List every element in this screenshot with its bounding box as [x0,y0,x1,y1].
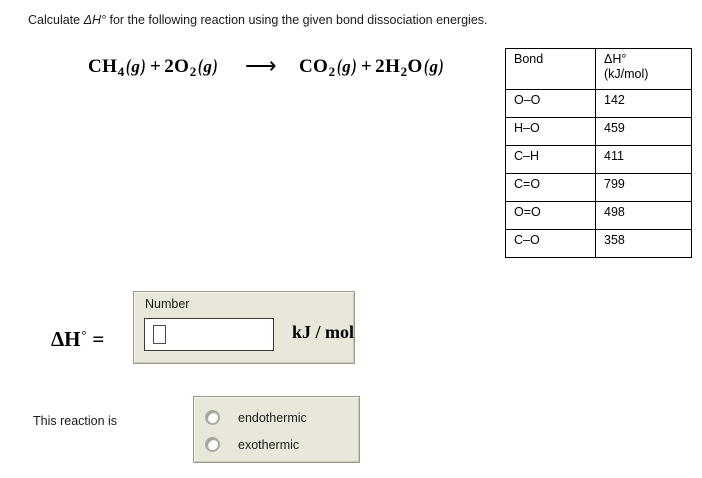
oxygen-state: g [203,57,213,76]
water-paren-open: ( [423,56,429,77]
oxygen-subscript: 2 [189,64,197,80]
co2-formula: CO [298,56,329,77]
radio-button-icon[interactable] [205,437,220,452]
prompt-text-after: for the following reaction using the giv… [106,13,488,27]
radio-label-endothermic[interactable]: endothermic [238,410,307,425]
methane-subscript: 4 [117,64,125,80]
co2-state: g [342,57,352,76]
answer-panel: Number kJ / mol [133,291,355,364]
cell-value: 142 [595,89,692,118]
answer-label-equals: = [92,327,105,351]
answer-label: ΔH° = [51,327,104,352]
methane-paren-close: ) [141,56,147,77]
water-formula-oxygen: O [407,56,423,77]
prompt-delta-h-symbol: ΔH° [83,13,107,27]
table-row: O–O 142 [505,89,692,118]
question-prompt: Calculate ΔH° for the following reaction… [28,13,488,27]
answer-label-degree: ° [81,327,87,342]
co2-subscript: 2 [328,64,336,80]
water-state: g [429,57,439,76]
cell-value: 411 [595,145,692,174]
radio-button-icon[interactable] [205,410,220,425]
co2-paren-open: ( [336,56,342,77]
cell-value: 358 [595,229,692,258]
water-paren-close: ) [439,56,445,77]
methane-formula: CH [88,56,118,77]
cell-bond: O–O [505,89,596,118]
radio-option-exothermic[interactable]: exothermic [205,432,359,457]
cell-value: 799 [595,173,692,202]
product-water: 2H2O(g) [375,56,445,80]
cell-value: 498 [595,201,692,230]
number-input[interactable] [144,318,274,351]
methane-state: g [131,57,141,76]
table-body: O–O 142 H–O 459 C–H 411 C=O 799 O=O 498 … [505,89,692,258]
oxygen-paren-close: ) [213,56,219,77]
header-bond: Bond [505,48,596,90]
cell-bond: C–O [505,229,596,258]
answer-label-delta-h: ΔH [51,327,81,351]
reaction-arrow-icon: ⟶ [244,53,277,78]
table-row: O=O 498 [505,201,692,230]
table-header-row: Bond ΔH°(kJ/mol) [505,48,692,90]
radio-option-endothermic[interactable]: endothermic [205,405,359,430]
water-coefficient: 2 [375,56,386,77]
reaction-type-panel: endothermic exothermic [193,396,360,463]
prompt-text-before: Calculate [28,13,84,27]
table-row: C–O 358 [505,229,692,258]
reaction-type-label: This reaction is [33,414,118,428]
water-subscript: 2 [400,64,408,80]
header-enthalpy-symbol: ΔH° [604,52,627,66]
header-enthalpy-units: (kJ/mol) [604,66,649,81]
equation-plus-2: + [360,56,373,77]
cell-value: 459 [595,117,692,146]
equation-plus-1: + [149,56,162,77]
chemical-equation: CH4(g)+2O2(g)⟶CO2(g)+2H2O(g) [88,52,445,80]
cell-bond: O=O [505,201,596,230]
water-formula: H [385,56,401,77]
oxygen-formula: O [174,56,190,77]
cell-bond: C=O [505,173,596,202]
table-row: H–O 459 [505,117,692,146]
reactant-methane: CH4(g) [88,56,147,80]
header-enthalpy: ΔH°(kJ/mol) [595,48,692,90]
methane-paren-open: ( [125,56,131,77]
table-row: C–H 411 [505,145,692,174]
reactant-oxygen: 2O2(g) [164,56,219,80]
co2-paren-close: ) [352,56,357,77]
bond-energy-table: Bond ΔH°(kJ/mol) O–O 142 H–O 459 C–H 411… [505,48,692,258]
cell-bond: H–O [505,117,596,146]
cell-bond: C–H [505,145,596,174]
oxygen-coefficient: 2 [164,56,175,77]
oxygen-paren-open: ( [197,56,203,77]
table-row: C=O 799 [505,173,692,202]
missing-glyph-box [153,325,166,344]
answer-units: kJ / mol [292,322,355,342]
product-carbon-dioxide: CO2(g) [298,56,358,80]
number-field-caption: Number [145,297,190,311]
radio-label-exothermic[interactable]: exothermic [238,437,300,452]
